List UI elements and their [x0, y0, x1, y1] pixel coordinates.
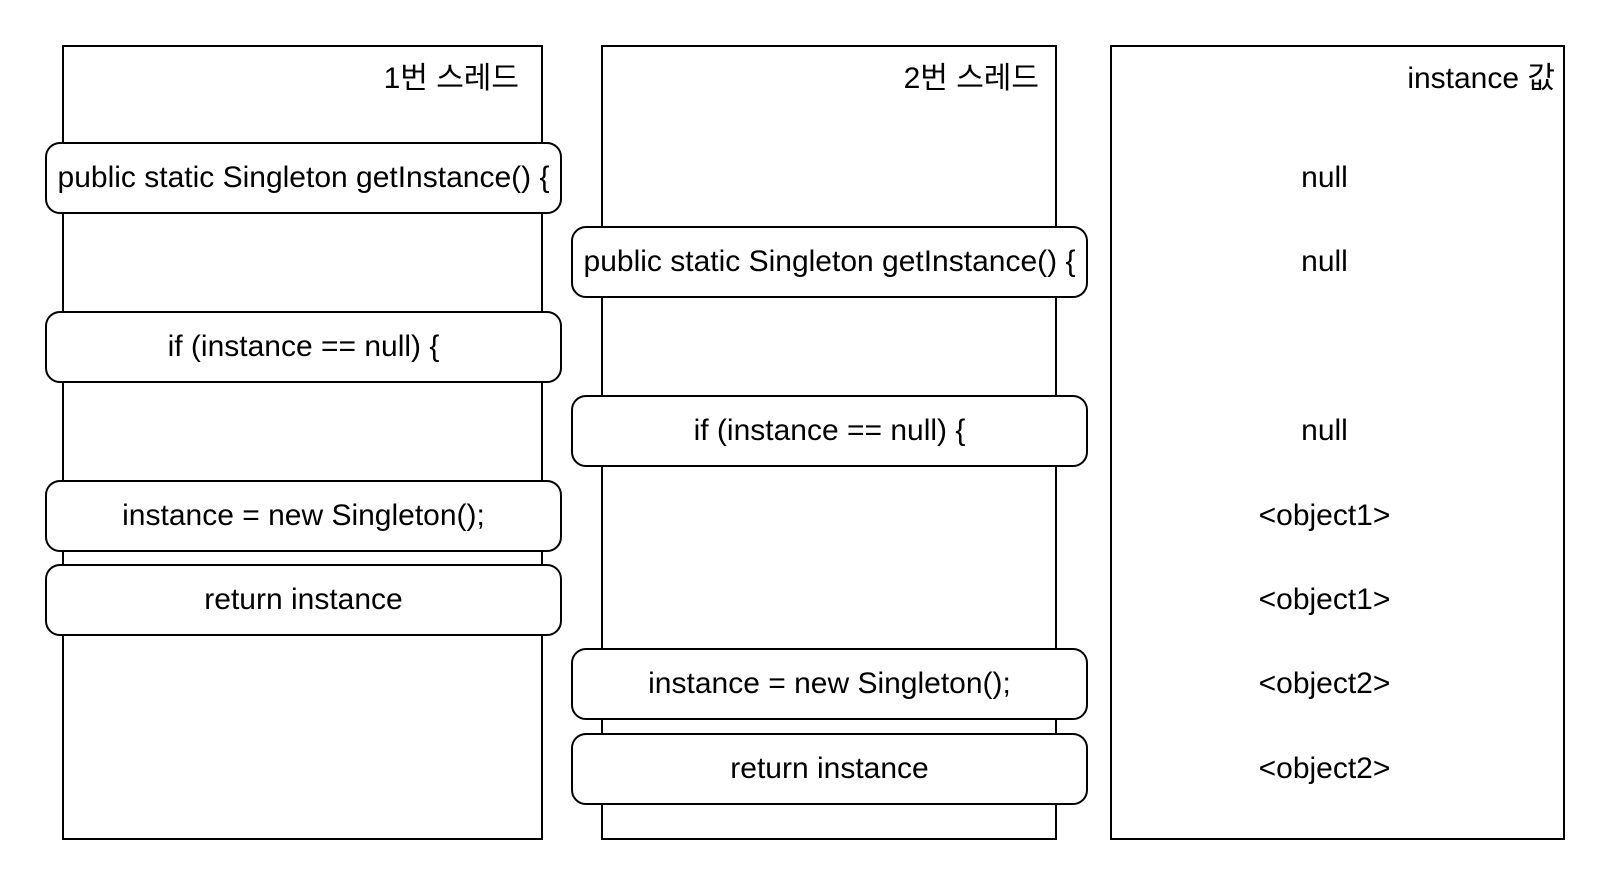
instance-value: null [1301, 161, 1348, 194]
instance-value: <object1> [1258, 499, 1391, 532]
instance-value: null [1301, 245, 1348, 278]
code-step-box: instance = new Singleton(); [571, 648, 1088, 720]
thread2-header: 2번 스레드 [903, 62, 1039, 95]
code-step-box: return instance [571, 733, 1088, 805]
code-step-box: if (instance == null) { [571, 395, 1088, 467]
thread2-panel: 2번 스레드 public static Singleton getInstan… [571, 45, 1088, 840]
code-step-box: instance = new Singleton(); [45, 480, 562, 552]
thread1-header: 1번 스레드 [383, 62, 519, 95]
code-step-box: public static Singleton getInstance() { [571, 226, 1088, 298]
instance-value: null [1301, 414, 1348, 447]
instance-value-panel: instance 값 null null null <object1> <object1… [1110, 45, 1565, 840]
instance-value-header: instance 값 [1407, 62, 1555, 95]
instance-value: <object2> [1258, 752, 1391, 785]
instance-value: <object2> [1258, 667, 1391, 700]
thread1-panel: 1번 스레드 public static Singleton getInstan… [45, 45, 562, 840]
instance-value: <object1> [1258, 583, 1391, 616]
code-step-box: return instance [45, 564, 562, 636]
code-step-box: if (instance == null) { [45, 311, 562, 383]
code-step-box: public static Singleton getInstance() { [45, 142, 562, 214]
